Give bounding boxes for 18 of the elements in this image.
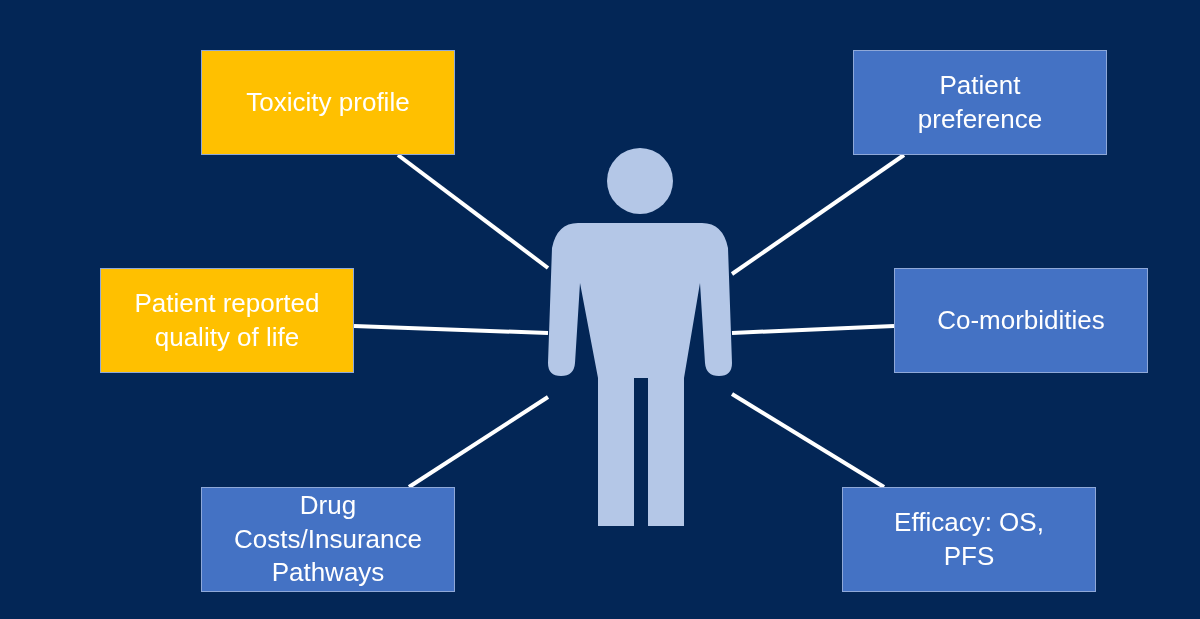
factor-box (894, 268, 1148, 373)
box-label: Patient preference (916, 68, 1044, 136)
box-label: Toxicity profile (246, 85, 410, 119)
factor-box (201, 487, 455, 592)
box-label: Co-morbidities (937, 303, 1105, 337)
factor-box (842, 487, 1096, 592)
connector-line (731, 324, 895, 335)
factor-box (201, 50, 455, 155)
box-label: Efficacy: OS, PFS (893, 505, 1045, 573)
connector-line (353, 324, 549, 335)
box-label: Patient reported quality of life (133, 286, 321, 354)
connector-line (407, 395, 550, 489)
connector-line (730, 392, 886, 489)
connector-line (730, 153, 906, 276)
factor-box (853, 50, 1107, 155)
factor-box (100, 268, 354, 373)
box-label: Drug Costs/Insurance Pathways (233, 488, 423, 590)
connector-line (396, 153, 550, 270)
